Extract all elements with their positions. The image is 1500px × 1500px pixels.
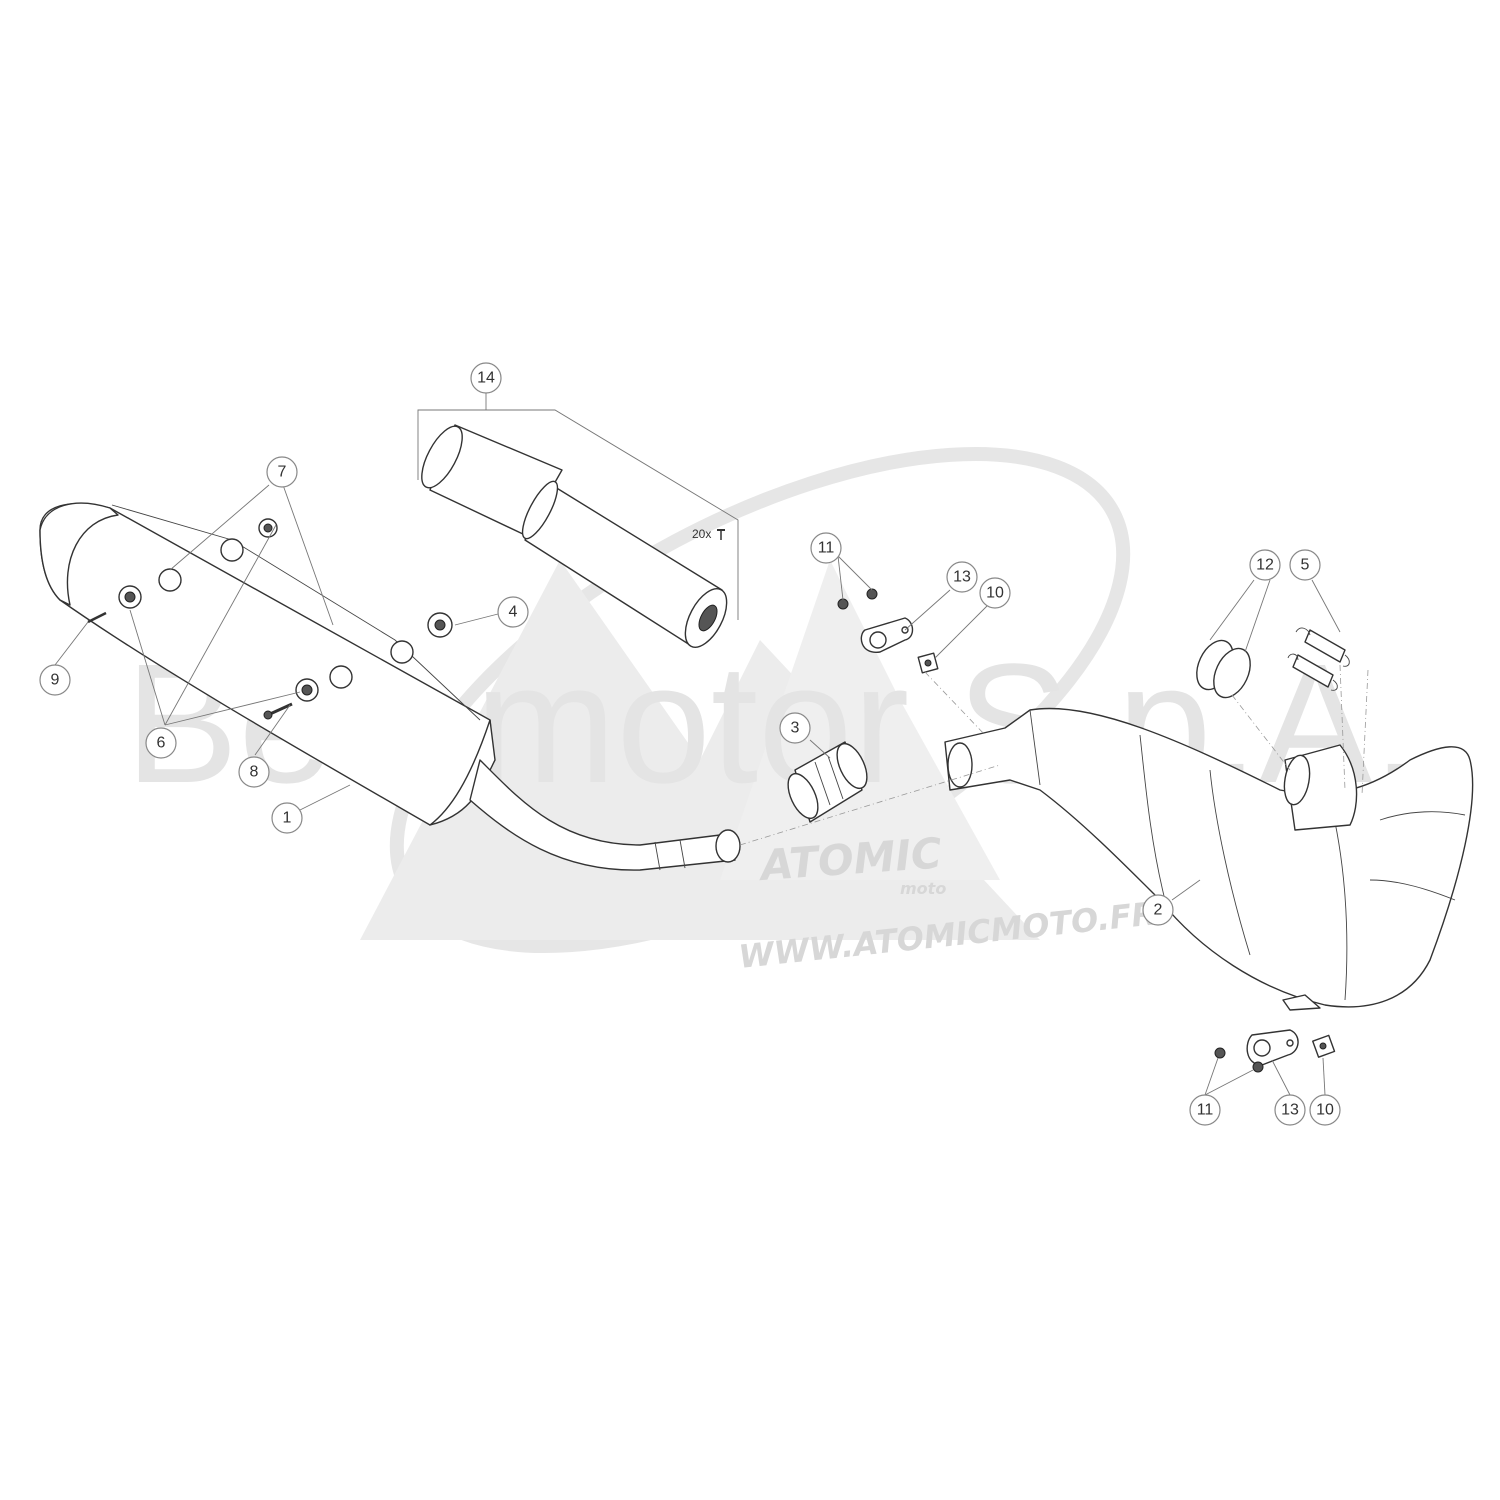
brand-sub-text: moto <box>900 879 946 898</box>
callout-9: 9 <box>39 664 71 696</box>
callout-11-bottom: 11 <box>1189 1094 1221 1126</box>
callout-4: 4 <box>497 596 529 628</box>
silencer-bracket <box>111 504 481 721</box>
part-12-orings <box>1196 639 1251 699</box>
part-8-bolt <box>269 702 293 716</box>
callout-8: 8 <box>238 756 270 788</box>
part-11-screw-bottom-b <box>1252 1061 1264 1073</box>
part-3-coupling <box>787 741 868 823</box>
part-11-screw-top-a <box>837 598 849 610</box>
leader-lines <box>54 484 1341 1096</box>
callout-label-5: 5 <box>1301 557 1310 574</box>
callout-label-11-top: 11 <box>818 540 835 557</box>
mount-top <box>837 588 939 674</box>
bushing-7c <box>329 665 353 689</box>
bolts <box>87 611 293 720</box>
callout-label-11-bottom: 11 <box>1197 1102 1214 1119</box>
callout-label-10-top: 10 <box>986 585 1004 602</box>
callout-label-7: 7 <box>278 464 287 481</box>
callout-label-4: 4 <box>509 604 518 621</box>
callout-1: 1 <box>271 802 303 834</box>
mount-bottom <box>1214 1029 1336 1073</box>
callout-13-top: 13 <box>946 561 978 593</box>
callout-2: 2 <box>1142 894 1174 926</box>
callout-11-top: 11 <box>810 532 842 564</box>
callout-5: 5 <box>1289 549 1321 581</box>
callout-label-8: 8 <box>250 764 259 781</box>
watermark-mountain-shape-2 <box>720 560 1000 880</box>
part-9-screw <box>87 611 107 624</box>
rivet-quantity-note: 20x <box>692 527 711 541</box>
callout-14: 14 <box>470 362 502 394</box>
grommets-and-bushings <box>118 518 453 702</box>
part-1-silencer <box>39 502 741 871</box>
rivet-icon <box>717 529 725 540</box>
callout-label-1: 1 <box>283 810 292 827</box>
callout-7: 7 <box>266 456 298 488</box>
part-5-springs <box>1287 627 1350 691</box>
callout-13-bottom: 13 <box>1274 1094 1306 1126</box>
silencer-endcap <box>39 502 119 606</box>
callout-label-13-top: 13 <box>953 569 971 586</box>
callout-10-top: 10 <box>979 577 1011 609</box>
chamber-tab <box>1282 994 1321 1011</box>
callout-label-10-bottom: 10 <box>1316 1102 1334 1119</box>
pipe-outlet-end <box>715 829 741 863</box>
callout-label-13-bottom: 13 <box>1281 1102 1299 1119</box>
part-2-expansion-chamber <box>944 707 1474 1011</box>
alignment-lines <box>739 664 1369 846</box>
callout-10-bottom: 10 <box>1309 1094 1341 1126</box>
callout-3: 3 <box>779 712 811 744</box>
part-11-screw-top-b <box>866 588 878 600</box>
callout-label-3: 3 <box>791 720 800 737</box>
callout-label-6: 6 <box>157 735 166 752</box>
bracket-hole-2 <box>390 640 414 664</box>
callout-12: 12 <box>1249 549 1281 581</box>
callout-6: 6 <box>145 727 177 759</box>
part-11-screw-bottom-a <box>1214 1047 1226 1059</box>
callout-label-12: 12 <box>1256 557 1274 574</box>
part-14-silencer-packing: 20x <box>417 392 739 648</box>
bracket-hole-1 <box>220 538 244 562</box>
callout-label-9: 9 <box>51 672 60 689</box>
bushing-7a <box>158 568 182 592</box>
callout-label-14: 14 <box>477 370 495 387</box>
callout-label-2: 2 <box>1154 902 1163 919</box>
